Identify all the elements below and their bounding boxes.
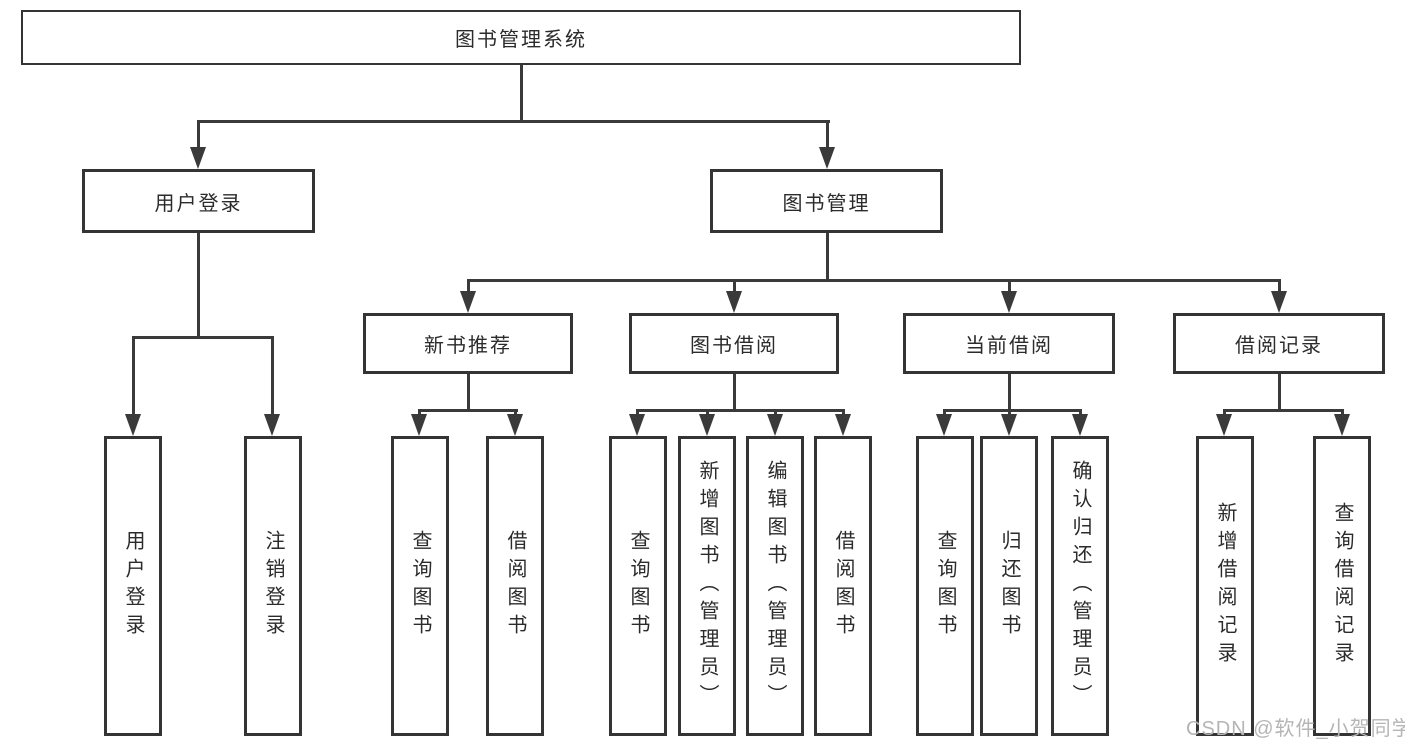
leaf-confirm-return-admin: 确认归还（管理员）: [1051, 436, 1109, 736]
connector-line: [514, 409, 517, 414]
connector-arrow: [460, 291, 476, 313]
connector-arrow: [1072, 414, 1088, 436]
connector-arrow: [819, 147, 835, 169]
connector-line: [197, 120, 200, 147]
connector-line: [1079, 409, 1082, 414]
node-user-login: 用户登录: [82, 169, 315, 233]
leaf-query-books-borrowing: 查询图书: [609, 436, 667, 736]
connector-arrow: [1216, 414, 1232, 436]
connector-line: [1223, 409, 1344, 412]
connector-arrow: [726, 291, 742, 313]
connector-line: [132, 336, 274, 339]
node-library-management-system: 图书管理系统: [21, 10, 1021, 65]
leaf-query-borrow-record: 查询借阅记录: [1313, 436, 1371, 736]
connector-line: [943, 409, 1082, 412]
leaf-query-books-recommend: 查询图书: [391, 436, 449, 736]
connector-line: [418, 409, 518, 412]
leaf-borrow-books-recommend: 借阅图书: [486, 436, 544, 736]
connector-arrow: [699, 414, 715, 436]
node-book-management: 图书管理: [710, 169, 943, 233]
connector-line: [1341, 409, 1344, 414]
connector-line: [1008, 374, 1011, 409]
connector-line: [1223, 409, 1226, 414]
connector-line: [467, 279, 1281, 282]
connector-line: [842, 409, 845, 414]
connector-line: [1008, 279, 1011, 291]
connector-line: [467, 279, 470, 291]
leaf-logout: 注销登录: [244, 436, 302, 736]
connector-line: [733, 279, 736, 291]
connector-line: [733, 374, 736, 409]
connector-arrow: [835, 414, 851, 436]
leaf-add-borrow-record: 新增借阅记录: [1196, 436, 1254, 736]
connector-arrow: [1334, 414, 1350, 436]
leaf-borrow-books: 借阅图书: [814, 436, 872, 736]
connector-arrow: [1001, 291, 1017, 313]
connector-line: [706, 409, 709, 414]
connector-line: [1008, 409, 1011, 414]
connector-line: [826, 233, 829, 279]
connector-arrow: [190, 147, 206, 169]
leaf-edit-books-admin: 编辑图书（管理员）: [746, 436, 804, 736]
node-borrowing-records: 借阅记录: [1173, 313, 1385, 374]
connector-line: [467, 374, 470, 409]
connector-arrow: [767, 414, 783, 436]
connector-line: [418, 409, 421, 414]
connector-line: [1278, 279, 1281, 291]
connector-arrow: [1001, 414, 1017, 436]
connector-arrow: [507, 414, 523, 436]
connector-arrow: [936, 414, 952, 436]
leaf-user-login: 用户登录: [104, 436, 162, 736]
connector-line: [1278, 374, 1281, 409]
connector-line: [774, 409, 777, 414]
connector-arrow: [1271, 291, 1287, 313]
connector-arrow: [411, 414, 427, 436]
connector-line: [132, 336, 135, 414]
csdn-watermark: CSDN @软件_小贺同学: [1186, 718, 1405, 740]
connector-line: [636, 409, 639, 414]
node-new-book-recommendation: 新书推荐: [363, 313, 573, 374]
connector-line: [826, 120, 829, 147]
node-book-borrowing: 图书借阅: [629, 313, 839, 374]
connector-line: [197, 120, 830, 123]
leaf-return-books: 归还图书: [980, 436, 1038, 736]
connector-arrow: [264, 414, 280, 436]
leaf-query-books-current: 查询图书: [916, 436, 974, 736]
connector-arrow: [125, 414, 141, 436]
connector-line: [520, 65, 523, 120]
connector-line: [636, 409, 845, 412]
connector-line: [197, 233, 200, 336]
leaf-add-books-admin: 新增图书（管理员）: [678, 436, 736, 736]
node-current-borrowing: 当前借阅: [903, 313, 1115, 374]
connector-line: [271, 336, 274, 414]
connector-line: [943, 409, 946, 414]
connector-arrow: [629, 414, 645, 436]
